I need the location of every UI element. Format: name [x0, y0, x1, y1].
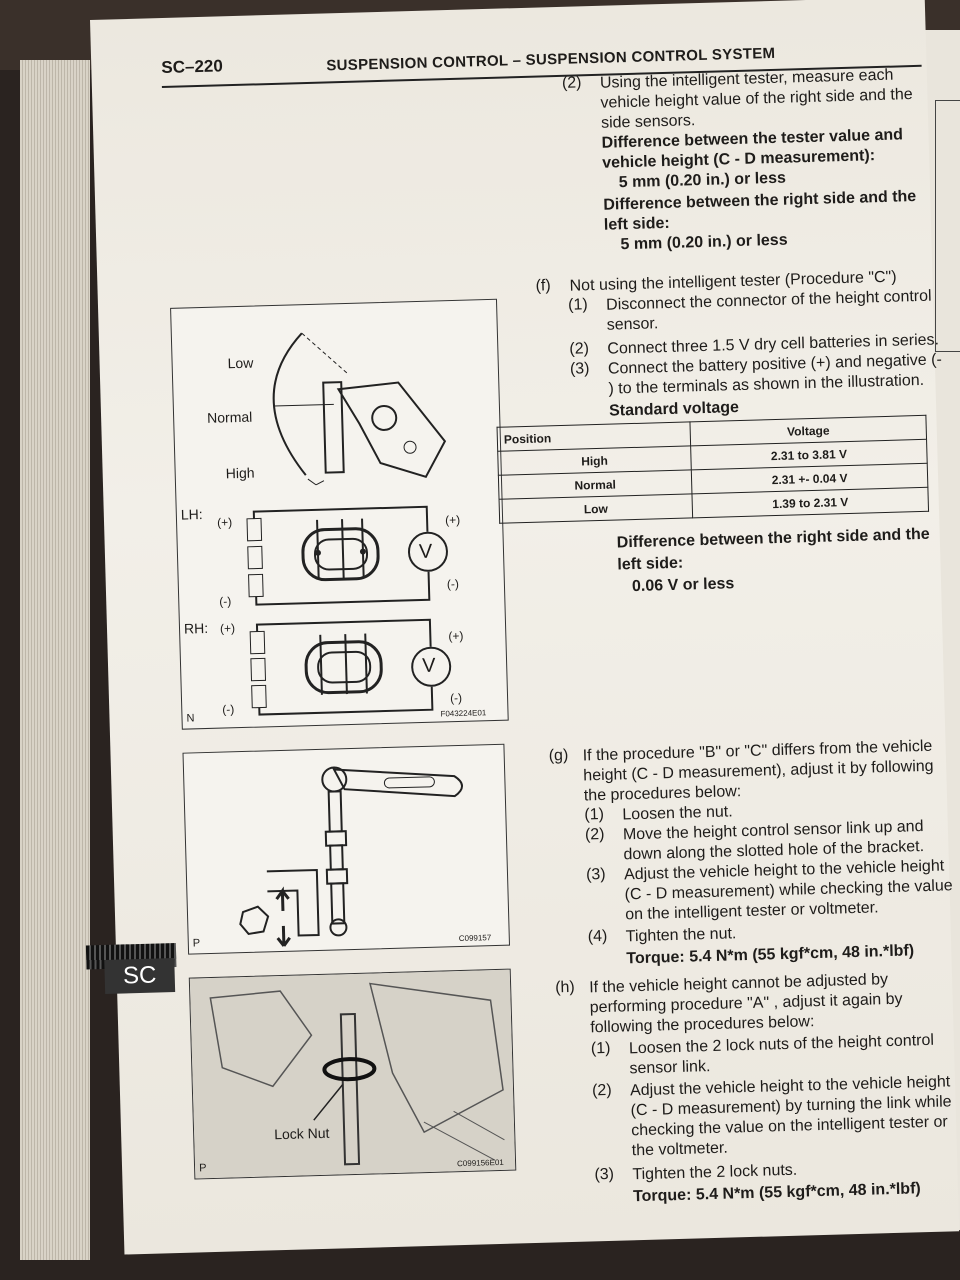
label-rh: RH:	[183, 619, 209, 637]
substep-text: the voltmeter.	[631, 1139, 729, 1160]
substep-number: (4)	[587, 927, 608, 946]
label-lh-v-minus: (-)	[446, 576, 460, 592]
wiring-diagram	[246, 332, 452, 716]
lock-nut-photo-figure: Lock Nut P C099156E01	[188, 968, 517, 1180]
spec-title: Difference between the right side and th…	[616, 525, 930, 552]
label-rh-plus: (+)	[219, 621, 236, 636]
label-rh-v-plus: (+)	[448, 628, 464, 644]
cell-voltage: 1.39 to 2.31 V	[692, 487, 929, 518]
label-lh-minus: (-)	[219, 594, 232, 609]
lock-nut-photo	[189, 969, 516, 1179]
step-letter: (f)	[535, 277, 551, 295]
label-normal: Normal	[206, 408, 253, 426]
manual-page: SC–220 SUSPENSION CONTROL – SUSPENSION C…	[85, 0, 960, 1255]
voltmeter-lh-symbol: V	[418, 540, 433, 564]
standard-voltage-table: Position Voltage High 2.31 to 3.81 V Nor…	[497, 415, 930, 524]
substep-text: Tighten the nut.	[625, 925, 737, 946]
step-number: (2)	[561, 74, 582, 92]
substep-number: (3)	[569, 360, 590, 378]
label-high: High	[225, 464, 255, 482]
step-letter: (g)	[548, 746, 569, 765]
substep-number: (3)	[585, 865, 606, 884]
spec-value: 5 mm (0.20 in.) or less	[618, 169, 787, 192]
step-letter: (h)	[554, 978, 575, 997]
substep-number: (1)	[590, 1039, 611, 1058]
label-low: Low	[227, 354, 254, 372]
substep-text: sensor.	[606, 315, 659, 334]
label-lh-v-plus: (+)	[444, 512, 461, 528]
substep-text: Tighten the 2 lock nuts.	[632, 1161, 798, 1184]
substep-number: (3)	[594, 1165, 615, 1184]
voltmeter-rh-symbol: V	[421, 654, 436, 677]
figure-code: C099157	[458, 933, 492, 944]
figure-view-letter: N	[186, 712, 195, 725]
height-sensor-wiring-figure: Low Normal High LH: (+) (-) (+) (-) V RH…	[170, 298, 509, 730]
lock-nut-label: Lock Nut	[273, 1124, 330, 1143]
sensor-link-bracket-figure: P C099157	[182, 743, 511, 955]
substep-number: (2)	[584, 825, 605, 844]
label-rh-v-minus: (-)	[449, 690, 463, 706]
substep-number: (1)	[584, 805, 605, 824]
label-lh: LH:	[180, 506, 203, 523]
page-number: SC–220	[161, 56, 224, 78]
cell-position: Low	[499, 493, 693, 524]
label-rh-minus: (-)	[222, 702, 235, 717]
substep-number: (1)	[567, 296, 588, 314]
substep-number: (2)	[569, 340, 590, 358]
step-text-line: side sensors.	[600, 112, 696, 132]
figure-view-letter: P	[192, 937, 201, 950]
spec-title: left side:	[617, 554, 684, 574]
substep-text: sensor link.	[629, 1058, 711, 1078]
facing-page-figure	[935, 100, 960, 352]
figure-code: C099156E01	[456, 1157, 504, 1169]
figure-view-letter: P	[198, 1162, 207, 1175]
label-lh-plus: (+)	[216, 515, 233, 530]
spec-value: 0.06 V or less	[631, 575, 735, 596]
section-tab: SC	[104, 958, 176, 994]
figure-code: F043224E01	[440, 708, 487, 719]
link-bracket-drawing	[239, 766, 464, 947]
spec-title: left side:	[603, 214, 670, 234]
substep-number: (2)	[591, 1081, 612, 1100]
book-page-edges	[20, 60, 90, 1260]
standard-voltage-label: Standard voltage	[608, 399, 740, 420]
spec-value: 5 mm (0.20 in.) or less	[620, 231, 788, 254]
